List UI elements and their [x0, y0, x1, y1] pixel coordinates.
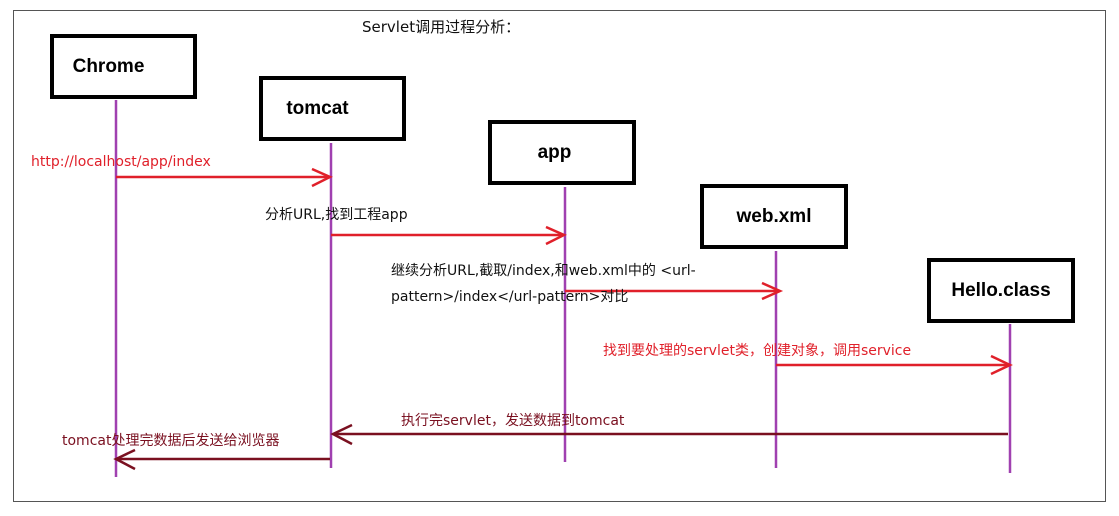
- arrow-chrome-to-tomcat: [116, 167, 333, 188]
- participant-webxml: web.xml: [700, 184, 848, 249]
- participant-webxml-label: web.xml: [736, 205, 812, 227]
- arrow-tomcat-to-app: [331, 225, 567, 246]
- diagram-title: Servlet调用过程分析：: [362, 18, 521, 36]
- arrow-tomcat-to-chrome: [113, 448, 330, 471]
- message-3-label-line2: pattern>/index</url-pattern>对比: [391, 289, 629, 305]
- arrow-app-to-webxml: [565, 281, 784, 301]
- participant-app: app: [488, 120, 636, 185]
- participant-app-label: app: [537, 141, 572, 163]
- message-1-label: http://localhost/app/index: [31, 154, 211, 170]
- arrow-webxml-to-hello: [776, 354, 1013, 376]
- participant-tomcat: tomcat: [259, 76, 406, 141]
- participant-hello-label: Hello.class: [951, 279, 1051, 301]
- arrow-hello-to-tomcat: [330, 423, 1008, 446]
- participant-chrome: Chrome: [50, 34, 197, 99]
- message-3-label-line1: 继续分析URL,截取/index,和web.xml中的 <url-: [391, 263, 696, 279]
- participant-tomcat-label: tomcat: [286, 97, 349, 119]
- message-2-label: 分析URL,找到工程app: [265, 207, 408, 223]
- message-5-label: 执行完servlet，发送数据到tomcat: [401, 413, 625, 429]
- message-6-label: tomcat处理完数据后发送给浏览器: [62, 433, 280, 449]
- participant-hello: Hello.class: [927, 258, 1075, 323]
- message-4-label: 找到要处理的servlet类，创建对象，调用service: [603, 343, 912, 359]
- participant-chrome-label: Chrome: [72, 55, 145, 77]
- diagram-frame: [13, 10, 1106, 502]
